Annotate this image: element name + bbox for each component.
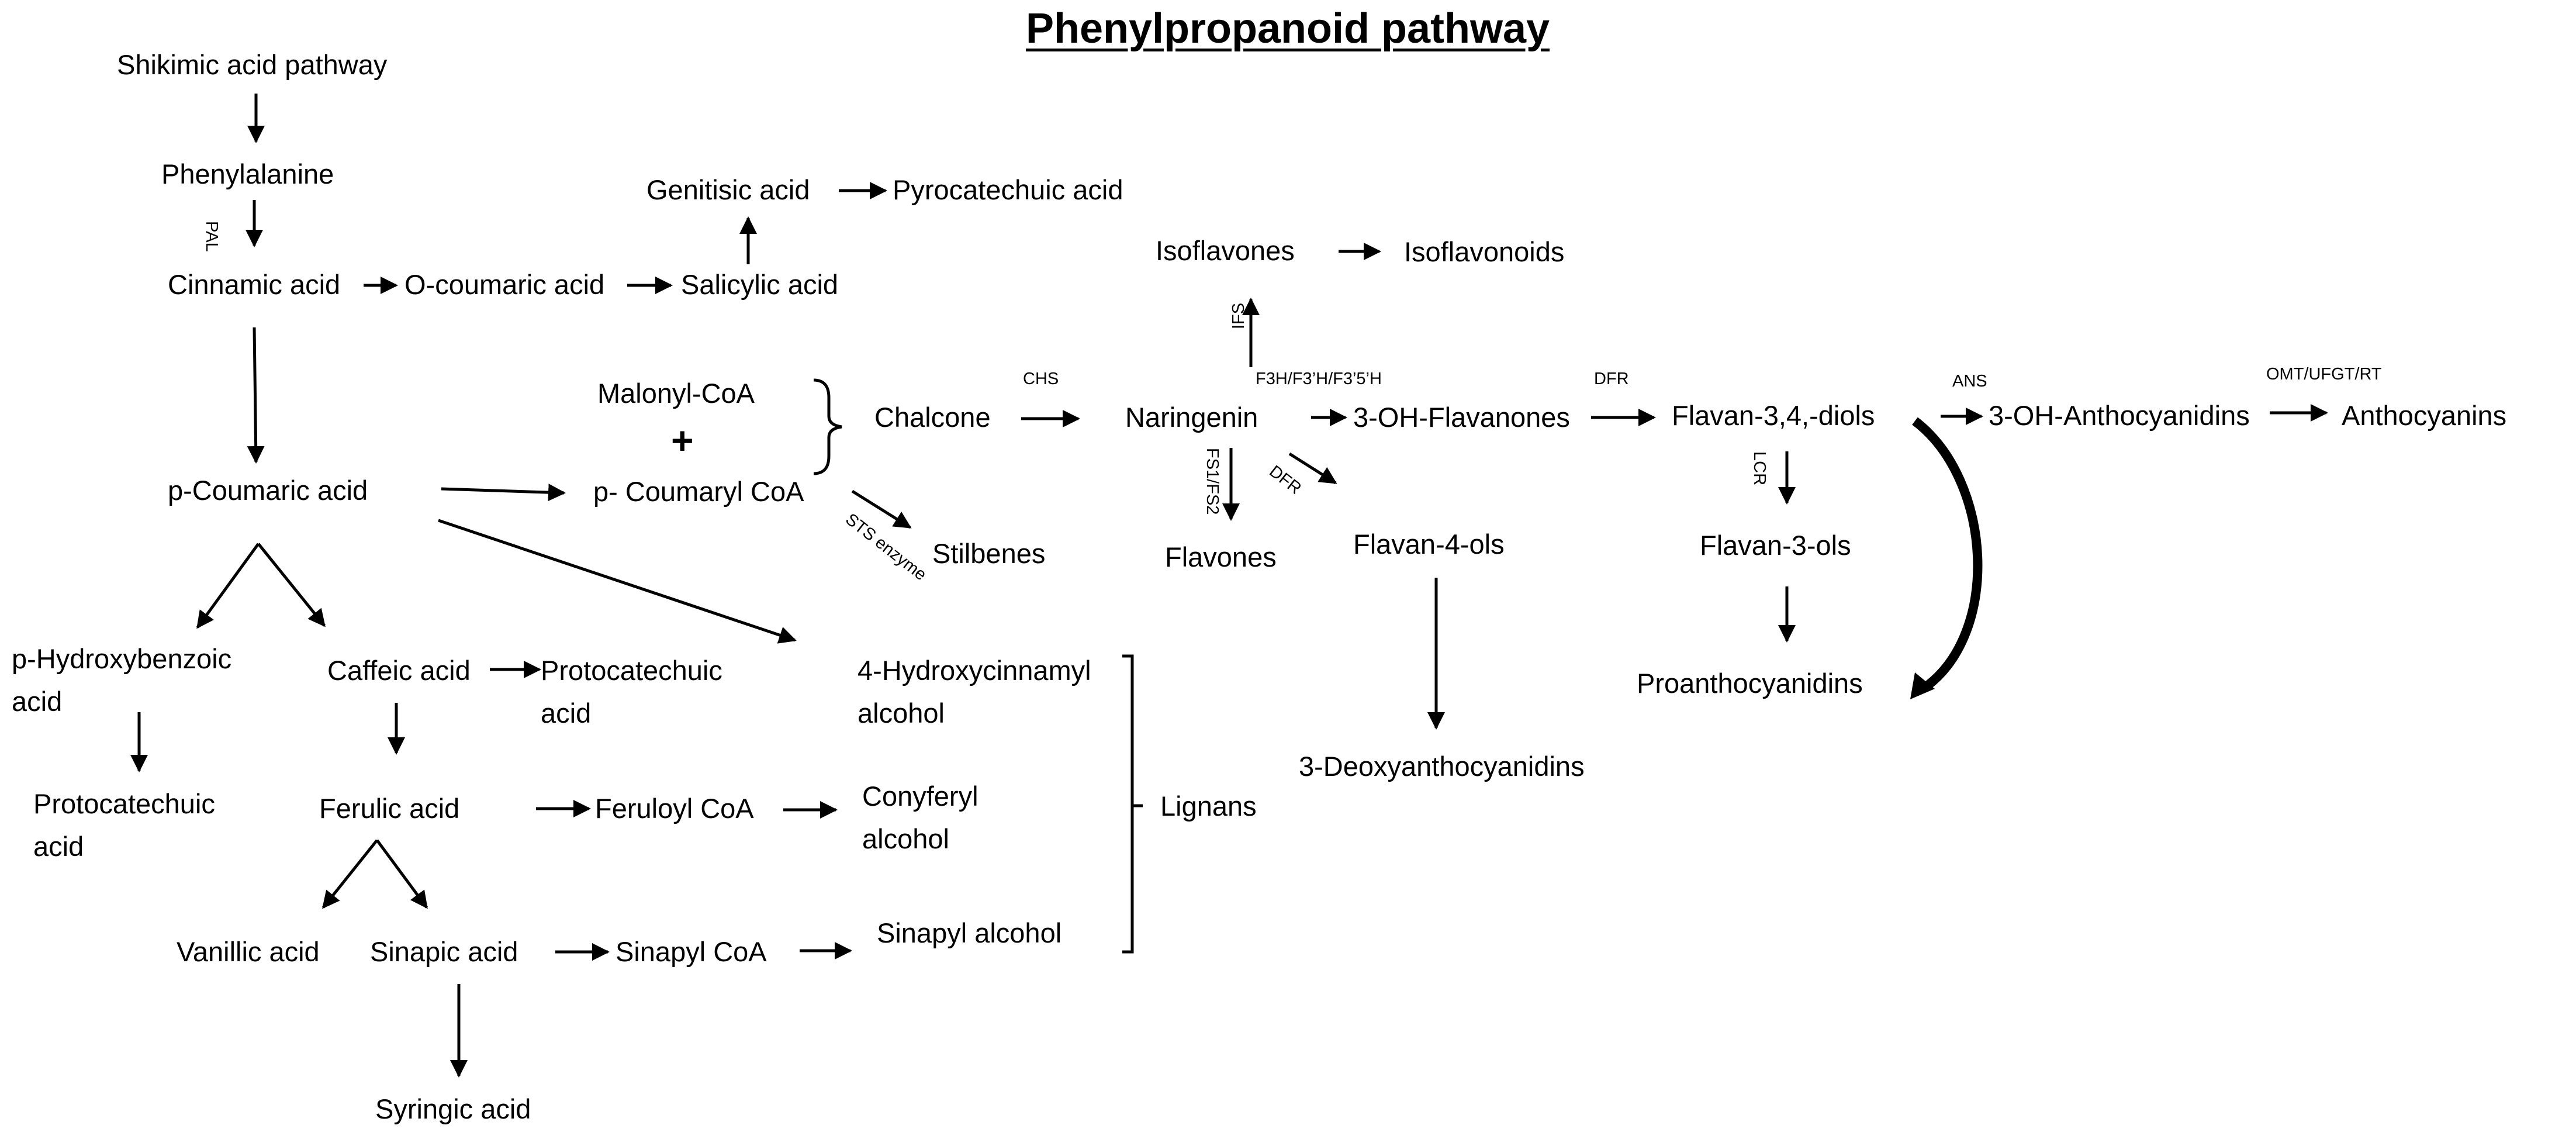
- node-anthocyanins: Anthocyanins: [2342, 400, 2507, 431]
- diagram-title: Phenylpropanoid pathway: [1025, 5, 1550, 52]
- arrowhead-proanthocyanidins: [1910, 672, 1935, 699]
- node-isoflavonoids: Isoflavonoids: [1404, 236, 1565, 267]
- enzyme-chs: CHS: [1023, 370, 1059, 388]
- node-feruloyl-coa: Feruloyl CoA: [595, 793, 754, 824]
- arrow-flavan-diols-to-proanthocyanidins: [1912, 417, 1983, 693]
- arrow-p-coumaric-to-coumaryl-coa: [441, 484, 566, 502]
- arrow-ferulic-to-sinapic: [375, 839, 428, 909]
- enzyme-f3h-f3h-f35h: F3H/F3’H/F3’5’H: [1256, 370, 1382, 388]
- node-3-deoxyanthocyanidins: 3-Deoxyanthocyanidins: [1299, 751, 1585, 782]
- node-conyferyl-alcohol-label: Conyferyl alcohol: [862, 781, 978, 854]
- node-o-coumaric-acid: O-coumaric acid: [404, 269, 605, 300]
- node-naringenin: Naringenin: [1125, 402, 1258, 433]
- arrow-coumaryl-to-stilbenes: [851, 489, 912, 529]
- bracket-malonyl-coumaryl: [813, 378, 842, 475]
- node-flavan-3-ols: Flavan-3-ols: [1700, 530, 1851, 561]
- node-p-hydroxybenzoic-acid: p-Hydroxybenzoic acid: [12, 637, 231, 723]
- node-isoflavones: Isoflavones: [1156, 235, 1295, 266]
- arrow-cinnamic-to-p-coumaric: [247, 327, 265, 464]
- node-4-hydroxycinnamyl-alcohol: 4-Hydroxycinnamyl alcohol: [857, 649, 1091, 734]
- node-p-hydroxybenzoic-acid-label: p-Hydroxybenzoic acid: [12, 643, 232, 717]
- node-sinapic-acid: Sinapic acid: [370, 936, 518, 967]
- node-ferulic-acid: Ferulic acid: [319, 793, 460, 824]
- node-flavan-4-ols: Flavan-4-ols: [1353, 529, 1505, 560]
- node-sinapyl-alcohol: Sinapyl alcohol: [877, 917, 1062, 948]
- enzyme-omt-ufgt-rt: OMT/UFGT/RT: [2266, 365, 2382, 384]
- node-caffeic-acid: Caffeic acid: [327, 655, 471, 686]
- node-protocatechuic-acid-mid: Protocatechuic acid: [541, 649, 722, 734]
- node-conyferyl-alcohol: Conyferyl alcohol: [862, 775, 978, 860]
- node-flavones: Flavones: [1165, 541, 1277, 572]
- enzyme-pal: PAL: [202, 221, 221, 252]
- node-stilbenes: Stilbenes: [932, 538, 1046, 569]
- node-vanillic-acid: Vanillic acid: [177, 936, 320, 967]
- node-protocatechuic-acid-mid-label: Protocatechuic acid: [541, 655, 722, 729]
- node-flavan-diols: Flavan-3,4,-diols: [1672, 400, 1875, 431]
- node-protocatechuic-acid-left: Protocatechuic acid: [33, 782, 215, 868]
- enzyme-fs1-fs2: FS1/FS2: [1203, 448, 1222, 515]
- node-genitisic-acid: Genitisic acid: [646, 174, 810, 205]
- node-oh-flavanones: 3-OH-Flavanones: [1353, 402, 1570, 433]
- node-proanthocyanidins: Proanthocyanidins: [1637, 668, 1863, 699]
- arrow-p-coumaric-to-hydroxycinnamyl: [438, 519, 797, 644]
- arrow-ferulic-to-vanillic: [322, 839, 378, 909]
- node-protocatechuic-acid-left-label: Protocatechuic acid: [33, 788, 215, 862]
- node-cinnamic-acid: Cinnamic acid: [168, 269, 341, 300]
- arrow-p-coumaric-to-caffeic: [257, 543, 326, 627]
- node-syringic-acid: Syringic acid: [375, 1093, 531, 1124]
- node-sinapyl-coa: Sinapyl CoA: [616, 936, 767, 967]
- node-lignans: Lignans: [1160, 791, 1257, 822]
- arrow-p-coumaric-to-p-hydroxybenzoic: [196, 543, 260, 629]
- node-salicylic-acid: Salicylic acid: [681, 269, 839, 300]
- node-phenylalanine: Phenylalanine: [161, 158, 334, 189]
- node-malonyl-coa: Malonyl-CoA: [597, 378, 755, 409]
- node-shikimic-acid-pathway: Shikimic acid pathway: [117, 49, 388, 80]
- node-p-coumaryl-coa: p- Coumaryl CoA: [593, 476, 804, 507]
- enzyme-dfr: DFR: [1594, 370, 1629, 388]
- node-4-hydroxycinnamyl-alcohol-label: 4-Hydroxycinnamyl alcohol: [857, 655, 1091, 729]
- enzyme-ifs: IFS: [1229, 302, 1248, 329]
- node-p-coumaric-acid: p-Coumaric acid: [168, 475, 368, 506]
- enzyme-ans: ANS: [1952, 372, 1987, 391]
- node-pyrocatechuic-acid: Pyrocatechuic acid: [893, 174, 1123, 205]
- arrow-naringenin-to-flavan-4-ols: [1288, 452, 1337, 485]
- enzyme-lcr: LCR: [1750, 451, 1769, 486]
- bracket-lignans: [1122, 654, 1143, 954]
- node-oh-anthocyanidins: 3-OH-Anthocyanidins: [1989, 400, 2250, 431]
- node-chalcone: Chalcone: [874, 402, 991, 433]
- plus-sign: +: [671, 419, 694, 462]
